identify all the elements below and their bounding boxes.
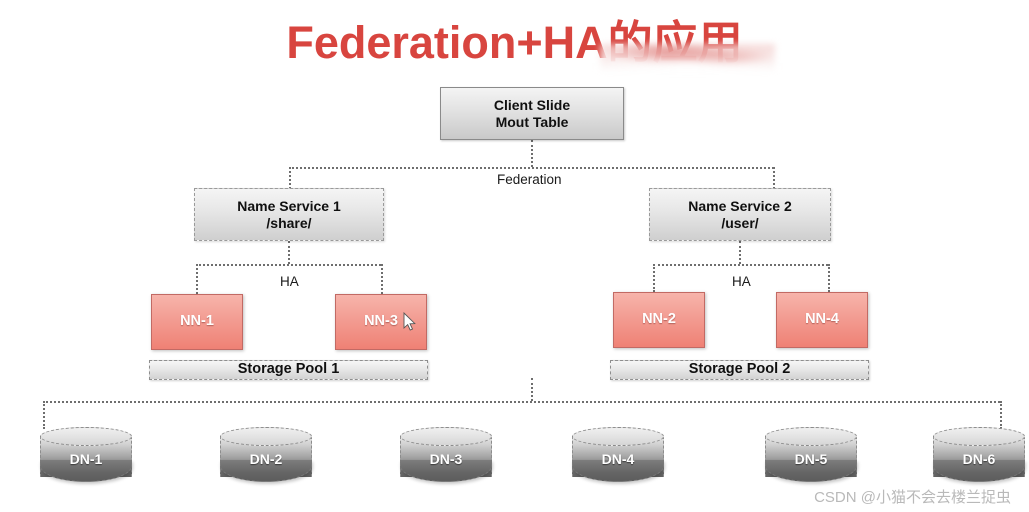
storage-pool-2-label: Storage Pool 2 — [688, 361, 791, 378]
federation-label: Federation — [497, 172, 562, 187]
connector-ha-left-nn3-drop — [381, 264, 383, 294]
cylinder-top — [400, 427, 492, 446]
datanode-dn-4[interactable]: DN-4 — [572, 427, 664, 485]
client-box-line-1: Client Slide — [493, 96, 571, 113]
namenode-nn-2-box[interactable]: NN-2 — [613, 292, 705, 348]
cylinder-top — [220, 427, 312, 446]
namenode-nn-3-label: NN-3 — [364, 313, 398, 330]
connector-ha-right-bus — [653, 264, 828, 266]
ha-label-left: HA — [280, 274, 299, 289]
connector-client-drop — [531, 140, 533, 167]
datanode-dn-5[interactable]: DN-5 — [765, 427, 857, 485]
name-service-2-path: /user/ — [721, 214, 759, 231]
datanode-dn-6[interactable]: DN-6 — [933, 427, 1025, 485]
namenode-nn-2-label: NN-2 — [642, 311, 676, 328]
page-title: Federation+HA的应用 — [286, 17, 743, 68]
name-service-1-path: /share/ — [266, 214, 312, 231]
datanode-dn-1[interactable]: DN-1 — [40, 427, 132, 485]
connector-dn1-drop — [43, 401, 45, 429]
connector-ha-right-nn4-drop — [828, 264, 830, 292]
namenode-nn-4-label: NN-4 — [805, 311, 839, 328]
namenode-nn-1-box[interactable]: NN-1 — [151, 294, 243, 350]
connector-ha-left-bus — [196, 264, 381, 266]
connector-ha-right-nn2-drop — [653, 264, 655, 292]
name-service-2-box[interactable]: Name Service 2 /user/ — [649, 188, 831, 241]
name-service-2-title: Name Service 2 — [688, 197, 792, 214]
ha-label-right: HA — [732, 274, 751, 289]
name-service-1-box[interactable]: Name Service 1 /share/ — [194, 188, 384, 241]
datanode-dn-2-label: DN-2 — [249, 451, 283, 467]
connector-pool-to-dn-drop — [531, 378, 533, 401]
namenode-nn-3-box[interactable]: NN-3 — [335, 294, 427, 350]
cylinder-top — [40, 427, 132, 446]
datanode-dn-1-label: DN-1 — [69, 451, 103, 467]
cylinder-top — [765, 427, 857, 446]
client-box-line-2: Mout Table — [495, 113, 569, 130]
connector-datanode-bus — [43, 401, 1000, 403]
cylinder-top — [572, 427, 664, 446]
cylinder-top — [933, 427, 1025, 446]
datanode-dn-5-label: DN-5 — [794, 451, 828, 467]
connector-ns2-drop — [739, 241, 741, 264]
datanode-dn-4-label: DN-4 — [601, 451, 635, 467]
client-slide-mount-table-box[interactable]: Client Slide Mout Table — [440, 87, 624, 140]
csdn-watermark: CSDN @小猫不会去楼兰捉虫 — [814, 489, 1011, 506]
connector-federation-left-drop — [289, 167, 291, 189]
namenode-nn-4-box[interactable]: NN-4 — [776, 292, 868, 348]
name-service-1-title: Name Service 1 — [237, 197, 341, 214]
datanode-dn-3-label: DN-3 — [429, 451, 463, 467]
datanode-dn-2[interactable]: DN-2 — [220, 427, 312, 485]
datanode-dn-3[interactable]: DN-3 — [400, 427, 492, 485]
connector-federation-bus — [289, 167, 774, 169]
connector-ns1-drop — [288, 241, 290, 264]
connector-dn6-drop — [1000, 401, 1002, 429]
connector-federation-right-drop — [773, 167, 775, 189]
datanode-dn-6-label: DN-6 — [962, 451, 996, 467]
connector-ha-left-nn1-drop — [196, 264, 198, 294]
storage-pool-2-box[interactable]: Storage Pool 2 — [610, 360, 869, 380]
namenode-nn-1-label: NN-1 — [180, 313, 214, 330]
storage-pool-1-box[interactable]: Storage Pool 1 — [149, 360, 428, 380]
storage-pool-1-label: Storage Pool 1 — [237, 361, 340, 378]
